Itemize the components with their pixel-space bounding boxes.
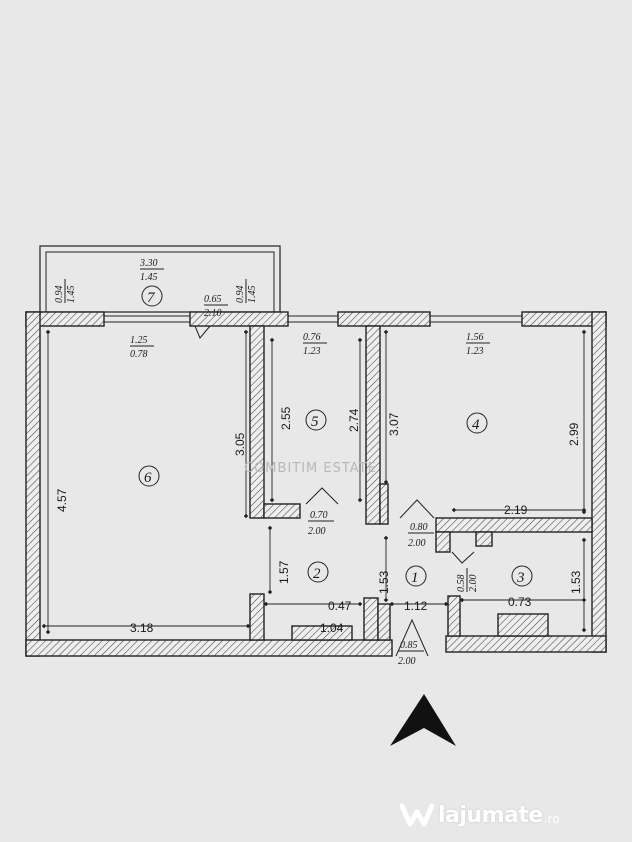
balcony-right-top: 0.94 <box>235 286 246 304</box>
room-5-window-height: 1.23 <box>303 346 321 357</box>
room-1-area: 0.58 <box>456 575 467 593</box>
door-2-bottom: 2.00 <box>308 526 326 537</box>
room-2-number: 2 <box>313 566 321 582</box>
room-7-height: 1.45 <box>140 272 158 283</box>
balcony-left-top: 0.94 <box>54 286 65 304</box>
room-6-window-width: 1.25 <box>130 335 148 346</box>
stamp-watermark: COMBITIM ESTATE <box>244 461 377 476</box>
dim-0-73: 0.73 <box>508 595 532 609</box>
dimension-lines <box>41 329 587 635</box>
dim-3-05: 3.05 <box>233 432 247 456</box>
interior-walls <box>249 325 593 641</box>
room-numbers: 1 2 3 4 5 6 7 <box>138 285 533 587</box>
exterior-walls <box>25 311 607 657</box>
balcony-left-bottom: 1.45 <box>66 286 77 304</box>
door-4-bottom: 2.00 <box>398 656 416 667</box>
room-3-number: 3 <box>516 570 525 586</box>
room-5-number: 5 <box>311 414 319 430</box>
door-3-top: 0.80 <box>410 522 428 533</box>
watermark-brand: lajumate <box>438 802 543 828</box>
door-2-top: 0.70 <box>310 510 328 521</box>
watermark-tld: .ro <box>543 812 560 826</box>
room-1-number: 1 <box>411 570 419 586</box>
door-4-top: 0.85 <box>400 640 418 651</box>
watermark-logo: lajumate .ro <box>400 795 560 835</box>
door-1-bottom: 2.10 <box>204 308 222 319</box>
dim-2-55: 2.55 <box>279 406 293 430</box>
lajumate-logo-icon <box>400 803 434 827</box>
dim-1-53-room3: 1.53 <box>569 570 583 594</box>
balcony-right-bottom: 1.45 <box>247 286 258 304</box>
door-swings <box>194 325 475 657</box>
room-7-number: 7 <box>147 290 156 306</box>
dim-3-18: 3.18 <box>130 621 154 635</box>
room-4-number: 4 <box>472 417 480 433</box>
balcony-outline <box>39 245 281 313</box>
room-1-height: 2.00 <box>468 575 479 593</box>
dim-2-99: 2.99 <box>567 422 581 446</box>
north-arrow-icon <box>390 694 456 746</box>
dim-3-07: 3.07 <box>387 412 401 436</box>
dim-1-57: 1.57 <box>277 560 291 584</box>
dim-1-04: 1.04 <box>320 621 344 635</box>
dimension-texts: 4.57 3.18 3.05 2.55 2.74 3.07 2.99 2.19 … <box>55 406 583 635</box>
dim-1-53-room1: 1.53 <box>377 570 391 594</box>
fraction-labels: 3.30 1.45 1.25 0.78 0.76 1.23 1.56 1.23 … <box>54 258 490 667</box>
dim-0-47: 0.47 <box>328 599 352 613</box>
room-6-number: 6 <box>144 470 152 486</box>
room-4-window-width: 1.56 <box>466 332 484 343</box>
room-6-window-height: 0.78 <box>130 349 148 360</box>
room-5-window-width: 0.76 <box>303 332 321 343</box>
dim-1-12: 1.12 <box>404 599 428 613</box>
door-1-top: 0.65 <box>204 294 222 305</box>
room-4-window-height: 1.23 <box>466 346 484 357</box>
dim-2-19: 2.19 <box>504 503 528 517</box>
room-7-width: 3.30 <box>139 258 158 269</box>
dim-4-57: 4.57 <box>55 488 69 512</box>
door-3-bottom: 2.00 <box>408 538 426 549</box>
dim-2-74: 2.74 <box>347 408 361 432</box>
